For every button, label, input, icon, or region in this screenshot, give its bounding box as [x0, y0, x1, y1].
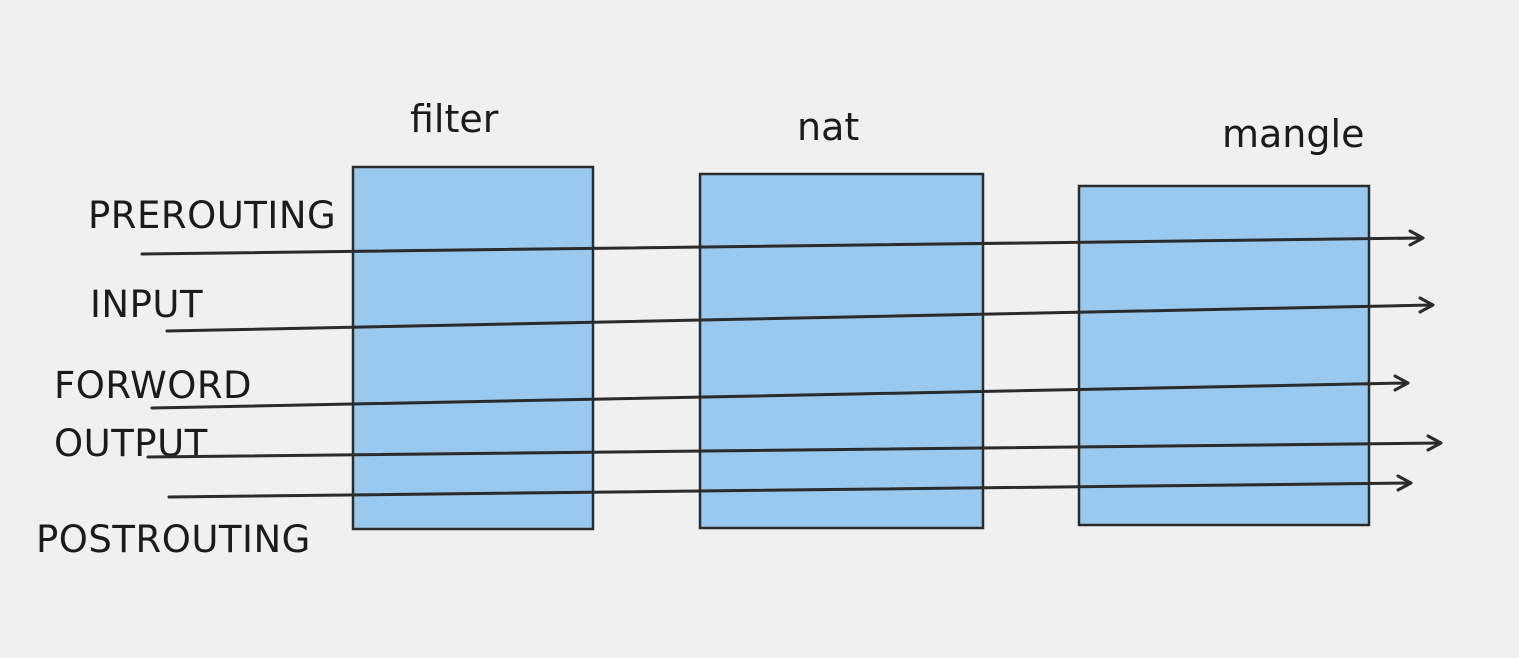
forword-flow-arrow: [150, 374, 1410, 410]
prerouting-chain-label: PREROUTING: [88, 194, 336, 237]
nat-table-box: [698, 172, 985, 530]
filter-table-box: [351, 165, 595, 531]
postrouting-chain-label: POSTROUTING: [36, 518, 311, 561]
postrouting-flow-arrow: [167, 474, 1413, 499]
output-flow-arrow: [146, 434, 1443, 459]
nat-table-label: nat: [797, 105, 859, 149]
mangle-table-box: [1077, 184, 1371, 527]
filter-table-label: filter: [410, 97, 499, 141]
output-chain-label: OUTPUT: [54, 422, 208, 465]
input-chain-label: INPUT: [90, 283, 203, 326]
mangle-table-label: mangle: [1222, 112, 1364, 156]
forword-chain-label: FORWORD: [54, 364, 252, 407]
prerouting-flow-arrow: [140, 229, 1425, 256]
input-flow-arrow: [165, 296, 1435, 333]
